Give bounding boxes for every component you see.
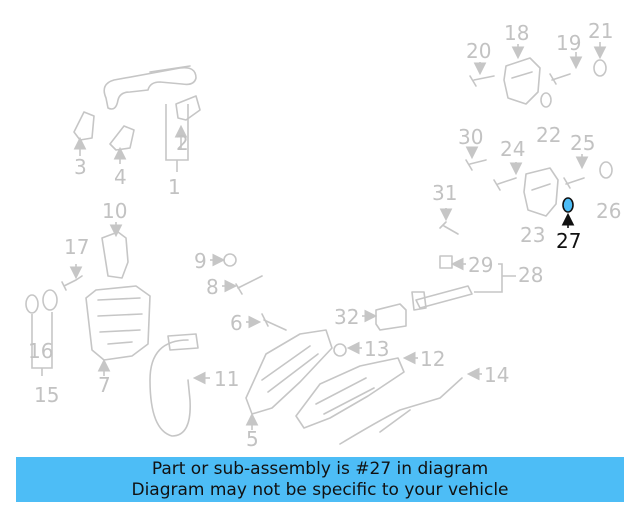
callout-20: 20 — [466, 39, 491, 63]
cable-part-14 — [339, 377, 463, 445]
bolt-part-24 — [493, 177, 517, 191]
cable-part-11 — [149, 333, 199, 437]
bolt-part-8 — [235, 275, 263, 295]
callout-1: 1 — [168, 175, 181, 199]
callout-21: 21 — [588, 19, 613, 43]
callout-8: 8 — [206, 275, 219, 299]
bolt-part-31 — [439, 221, 459, 235]
callout-27: 27 — [556, 229, 581, 253]
check-arm-part-28 — [411, 285, 473, 311]
handle-gasket-part-4 — [109, 125, 135, 151]
leader-28 — [474, 263, 516, 293]
callout-32: 32 — [334, 305, 359, 329]
washer-part-21 — [593, 59, 607, 77]
bolt-part-6 — [261, 313, 287, 331]
callout-19: 19 — [556, 31, 581, 55]
bolt-part-30 — [465, 159, 487, 171]
callout-4: 4 — [114, 165, 127, 189]
callout-14: 14 — [484, 363, 509, 387]
bolt-part-19 — [549, 73, 571, 85]
callout-13: 13 — [364, 337, 389, 361]
callout-25: 25 — [570, 131, 595, 155]
caption-line-1: Part or sub-assembly is #27 in diagram — [151, 459, 489, 479]
callout-7: 7 — [98, 373, 111, 397]
callout-26: 26 — [596, 199, 621, 223]
washer-part-16 — [25, 289, 58, 314]
bolt-part-20 — [469, 75, 495, 87]
highlighted-bushing-part-27 — [562, 197, 574, 213]
callout-6: 6 — [230, 311, 243, 335]
callout-18: 18 — [504, 21, 529, 45]
callout-16: 16 — [28, 339, 53, 363]
module-part-5 — [245, 329, 333, 415]
latch-part-7 — [85, 285, 151, 361]
lock-cylinder-part-10 — [101, 231, 129, 279]
caption-line-2: Diagram may not be specific to your vehi… — [131, 480, 509, 500]
handle-cover-part — [175, 95, 201, 121]
callout-29: 29 — [468, 253, 493, 277]
hinge-part-18 — [503, 57, 541, 105]
callout-2: 2 — [176, 131, 189, 155]
screw-part-17 — [61, 275, 83, 291]
panel-part-12 — [295, 357, 405, 429]
washer-part-13 — [333, 343, 347, 357]
leader-15-16 — [31, 312, 53, 376]
callout-12: 12 — [420, 347, 445, 371]
callout-23: 23 — [520, 223, 545, 247]
caption-banner: Part or sub-assembly is #27 in diagram D… — [16, 457, 624, 502]
bushing-part-22 — [540, 92, 552, 108]
callout-9: 9 — [194, 249, 207, 273]
pin-part-29 — [439, 255, 453, 269]
outside-handle-part — [103, 65, 197, 110]
washer-part-26 — [599, 161, 613, 179]
handle-bracket-part-3 — [73, 111, 95, 141]
bolt-part-25 — [563, 177, 585, 189]
callout-3: 3 — [74, 155, 87, 179]
callout-10: 10 — [102, 199, 127, 223]
cover-part-32 — [375, 303, 407, 331]
callout-15: 15 — [34, 383, 59, 407]
callout-22: 22 — [536, 123, 561, 147]
callout-30: 30 — [458, 125, 483, 149]
callout-11: 11 — [214, 367, 239, 391]
callout-5: 5 — [246, 427, 259, 451]
nut-part-9 — [223, 253, 237, 267]
callout-31: 31 — [432, 181, 457, 205]
callout-28: 28 — [518, 263, 543, 287]
callout-17: 17 — [64, 235, 89, 259]
hinge-part-23 — [523, 167, 559, 217]
callout-24: 24 — [500, 137, 525, 161]
